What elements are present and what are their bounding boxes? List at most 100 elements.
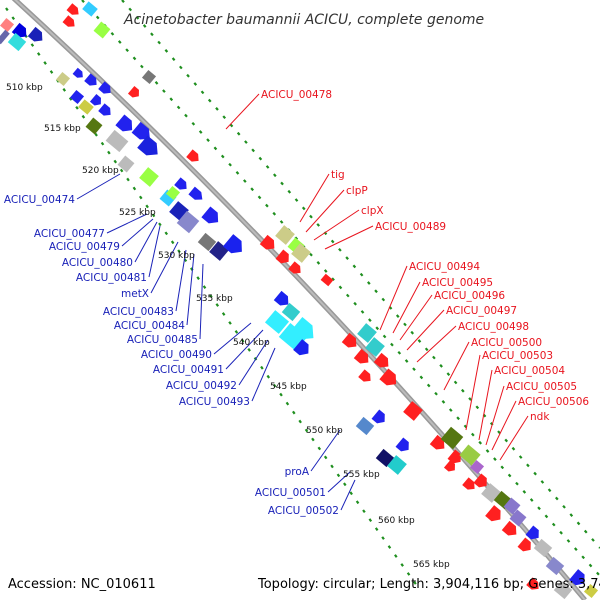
gene-feature[interactable] <box>545 556 565 576</box>
gene-feature[interactable] <box>379 368 400 389</box>
gene-feature[interactable] <box>373 352 392 371</box>
gene-label[interactable]: ACICU_00504 <box>494 365 565 377</box>
gene-feature[interactable] <box>462 477 478 492</box>
gene-label[interactable]: ACICU_00480 <box>62 257 133 269</box>
gene-feature[interactable] <box>355 416 375 436</box>
gene-feature[interactable] <box>186 149 202 164</box>
gene-feature[interactable] <box>447 449 465 467</box>
gene-feature[interactable] <box>72 67 86 81</box>
gene-feature[interactable] <box>533 538 553 558</box>
gene-feature[interactable] <box>27 26 46 45</box>
gene-label[interactable]: proA <box>285 466 310 478</box>
gene-feature[interactable] <box>440 426 464 450</box>
gene-feature[interactable] <box>509 509 527 527</box>
gene-feature[interactable] <box>139 167 159 187</box>
gene-feature[interactable] <box>341 332 360 351</box>
gene-label[interactable]: ACICU_00489 <box>375 221 446 233</box>
gene-label[interactable]: ACICU_00474 <box>4 194 75 206</box>
gene-feature[interactable] <box>264 310 290 334</box>
gene-feature[interactable] <box>293 339 313 359</box>
gene-feature[interactable] <box>371 409 389 427</box>
gene-feature[interactable] <box>320 273 334 287</box>
gene-label[interactable]: ACICU_00501 <box>255 487 326 499</box>
gene-label[interactable]: ACICU_00494 <box>409 261 480 273</box>
gene-feature[interactable] <box>84 73 100 88</box>
gene-feature[interactable] <box>275 225 295 245</box>
gene-feature[interactable] <box>353 348 372 367</box>
gene-feature[interactable] <box>98 103 114 118</box>
gene-label[interactable]: clpP <box>346 185 368 197</box>
gene-feature[interactable] <box>131 121 155 144</box>
gene-feature[interactable] <box>55 71 71 87</box>
gene-feature[interactable] <box>387 455 407 475</box>
gene-label[interactable]: ACICU_00497 <box>446 305 517 317</box>
gene-feature[interactable] <box>66 3 82 18</box>
gene-label[interactable]: ndk <box>530 411 550 423</box>
gene-label[interactable]: tig <box>331 169 345 181</box>
gene-feature[interactable] <box>85 117 103 135</box>
gene-label[interactable]: ACICU_00495 <box>422 277 493 289</box>
gene-label[interactable]: ACICU_00493 <box>179 396 250 408</box>
gene-feature[interactable] <box>222 234 247 258</box>
gene-feature[interactable] <box>188 186 205 204</box>
gene-label[interactable]: ACICU_00479 <box>49 241 120 253</box>
gene-feature[interactable] <box>127 85 142 100</box>
gene-feature[interactable] <box>525 525 543 543</box>
gene-label[interactable]: ACICU_00484 <box>114 320 185 332</box>
gene-feature[interactable] <box>281 302 301 322</box>
gene-feature[interactable] <box>259 234 278 253</box>
gene-feature[interactable] <box>273 290 292 309</box>
gene-feature[interactable] <box>174 177 190 192</box>
gene-feature[interactable] <box>69 89 85 105</box>
gene-feature[interactable] <box>503 497 521 515</box>
gene-feature[interactable] <box>517 537 535 555</box>
gene-feature[interactable] <box>553 580 573 600</box>
gene-feature[interactable] <box>93 21 111 39</box>
gene-label[interactable]: ACICU_00483 <box>103 306 174 318</box>
gene-feature[interactable] <box>62 15 78 30</box>
gene-label[interactable]: ACICU_00502 <box>268 505 339 517</box>
gene-feature[interactable] <box>197 232 217 252</box>
gene-label[interactable]: ACICU_00478 <box>261 89 332 101</box>
gene-feature[interactable] <box>176 210 200 234</box>
gene-feature[interactable] <box>117 155 135 173</box>
gene-feature[interactable] <box>526 577 542 592</box>
gene-feature[interactable] <box>357 323 377 343</box>
gene-feature[interactable] <box>358 369 374 384</box>
gene-feature[interactable] <box>82 1 98 17</box>
gene-feature[interactable] <box>395 437 413 455</box>
gene-feature[interactable] <box>137 135 163 160</box>
gene-feature[interactable] <box>165 185 181 201</box>
gene-label[interactable]: ACICU_00477 <box>34 228 105 240</box>
gene-label[interactable]: metX <box>121 288 149 300</box>
gene-feature[interactable] <box>403 401 423 421</box>
gene-label[interactable]: ACICU_00481 <box>76 272 147 284</box>
gene-feature[interactable] <box>115 114 136 135</box>
gene-feature[interactable] <box>98 81 114 96</box>
gene-feature[interactable] <box>459 444 481 466</box>
gene-label[interactable]: ACICU_00498 <box>458 321 529 333</box>
gene-feature[interactable] <box>365 337 385 357</box>
gene-label[interactable]: ACICU_00490 <box>141 349 212 361</box>
gene-feature[interactable] <box>485 505 505 525</box>
gene-feature[interactable] <box>201 206 222 227</box>
gene-feature[interactable] <box>0 17 15 33</box>
gene-label[interactable]: ACICU_00485 <box>127 334 198 346</box>
gene-label[interactable]: ACICU_00505 <box>506 381 577 393</box>
gene-feature[interactable] <box>469 459 485 475</box>
gene-label[interactable]: ACICU_00496 <box>434 290 505 302</box>
gene-feature[interactable] <box>429 434 448 453</box>
gene-label[interactable]: ACICU_00492 <box>166 380 237 392</box>
gene-feature[interactable] <box>473 473 491 491</box>
gene-feature[interactable] <box>569 569 589 589</box>
gene-label[interactable]: ACICU_00503 <box>482 350 553 362</box>
gene-feature[interactable] <box>105 129 129 153</box>
gene-feature[interactable] <box>443 459 458 474</box>
gene-label[interactable]: ACICU_00506 <box>518 396 589 408</box>
gene-feature[interactable] <box>7 32 27 52</box>
gene-feature[interactable] <box>288 261 304 276</box>
gene-feature[interactable] <box>501 520 520 539</box>
gene-label[interactable]: ACICU_00491 <box>153 364 224 376</box>
gene-feature[interactable] <box>0 29 10 45</box>
gene-feature[interactable] <box>89 93 104 108</box>
